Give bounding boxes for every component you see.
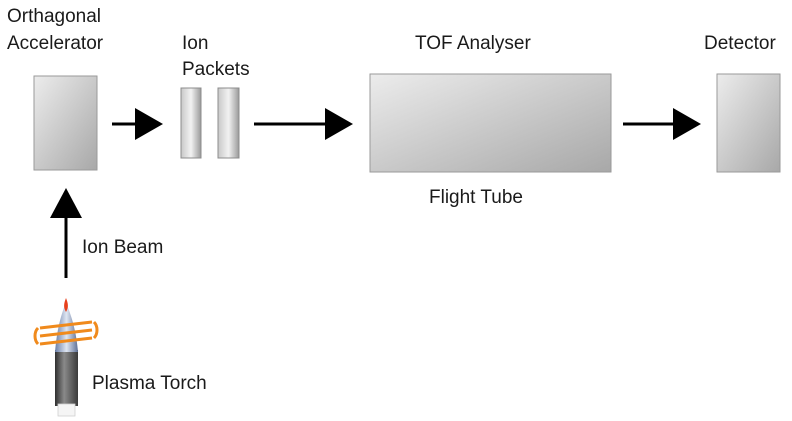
tof-analyser-flight-tube: [369, 73, 612, 173]
accelerator-label-line1: Orthagonal: [7, 6, 102, 27]
flight-tube-label: Flight Tube: [429, 187, 523, 208]
ion-packet-1: [180, 87, 202, 159]
detector-block: [716, 73, 781, 173]
orthogonal-accelerator-block: [33, 75, 98, 171]
ion-packets-label-line2: Packets: [182, 59, 250, 80]
ion-packets-label-line1: Ion: [182, 33, 209, 54]
arrow-packets-to-analyser: [254, 108, 353, 140]
accelerator-label-line2: Accelerator: [7, 33, 104, 54]
ion-packet-2: [217, 87, 240, 159]
rf-coil: [33, 320, 99, 346]
detector-label: Detector: [704, 33, 776, 54]
plasma-torch-label: Plasma Torch: [92, 373, 207, 394]
arrow-analyser-to-detector: [623, 108, 701, 140]
torch-body: [55, 350, 78, 406]
ion-beam-label: Ion Beam: [82, 237, 164, 258]
tof-analyser-label: TOF Analyser: [415, 33, 531, 54]
torch-base: [57, 403, 76, 417]
plasma-flame-icon: [64, 298, 68, 312]
arrow-accelerator-to-packets: [112, 108, 163, 140]
ion-beam-arrow: [50, 188, 82, 278]
plasma-torch: [33, 298, 99, 417]
